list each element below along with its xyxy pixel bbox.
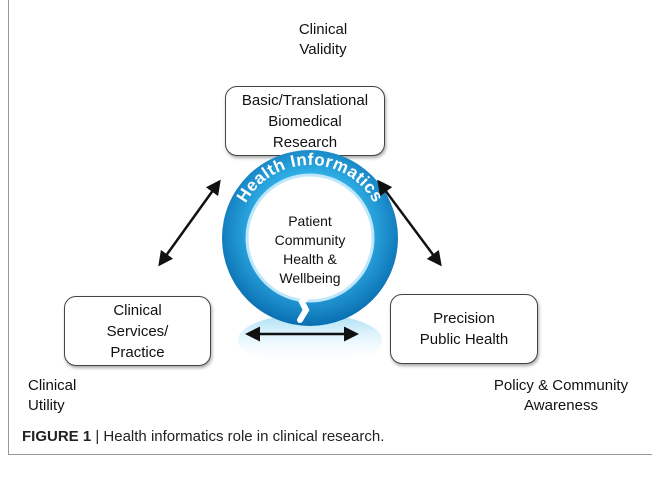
label-clinical-validity: Clinical Validity [298,21,348,58]
arrow-research-clinical [158,179,221,267]
health-informatics-ring [222,150,398,326]
center-text-patient-wellbeing: Patient Community Health & Wellbeing [274,213,346,286]
arrow-research-public-health [377,179,442,267]
caption-text: | Health informatics role in clinical re… [91,428,385,445]
figure-frame [8,0,652,455]
box-basic-translational-research: Basic/Translational Biomedical Research [225,86,385,156]
label-clinical-utility: Clinical Utility [28,377,77,414]
box-clinical-services-practice: Clinical Services/ Practice [64,296,211,366]
caption-lead: FIGURE 1 [22,428,92,445]
box-precision-public-health: Precision Public Health [390,294,538,364]
figure-caption: FIGURE 1 | Health informatics role in cl… [22,428,384,445]
label-policy-community-awareness: Policy & Community Awareness [493,377,629,414]
